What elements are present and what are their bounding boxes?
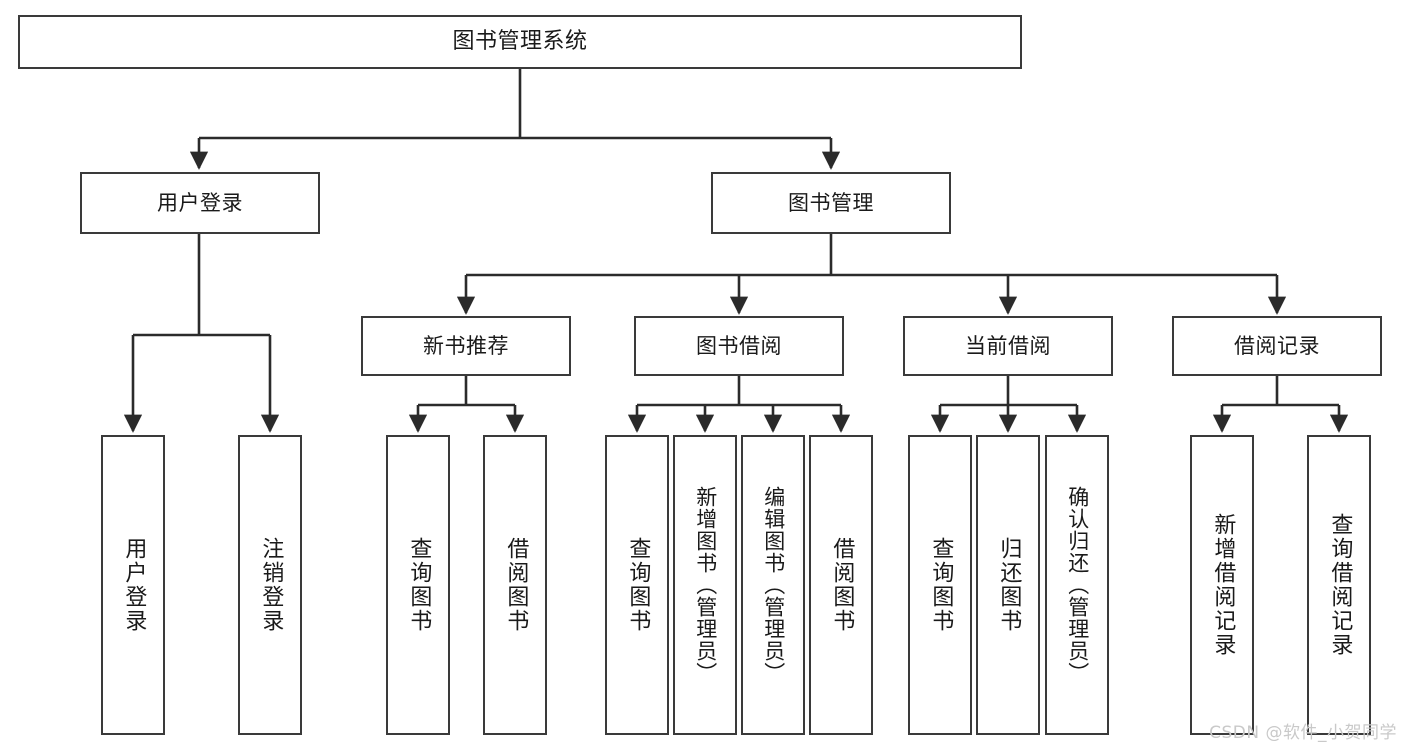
leaf-user-login[interactable]: 用户登录 (101, 435, 165, 735)
leaf-query-book-1[interactable]: 查询图书 (386, 435, 450, 735)
node-borrow-record[interactable]: 借阅记录 (1172, 316, 1382, 376)
watermark: CSDN @软件_小贺同学 (1209, 723, 1397, 743)
node-new-book-recommend-label: 新书推荐 (423, 333, 509, 358)
leaf-edit-book[interactable]: 编辑图书（管理员） (741, 435, 805, 735)
leaf-query-book-1-label: 查询图书 (406, 537, 432, 633)
leaf-borrow-book-1-label: 借阅图书 (503, 537, 529, 633)
node-user-login-label: 用户登录 (157, 190, 243, 215)
leaf-query-book-3[interactable]: 查询图书 (908, 435, 972, 735)
leaf-user-login-label: 用户登录 (121, 537, 147, 633)
leaf-borrow-book-1[interactable]: 借阅图书 (483, 435, 547, 735)
node-book-management[interactable]: 图书管理 (711, 172, 951, 234)
node-book-borrow-label: 图书借阅 (696, 333, 782, 358)
leaf-logout[interactable]: 注销登录 (238, 435, 302, 735)
leaf-return-book-label: 归还图书 (996, 537, 1022, 633)
leaf-borrow-book-2-label: 借阅图书 (829, 537, 855, 633)
node-book-management-label: 图书管理 (788, 190, 874, 215)
node-book-borrow[interactable]: 图书借阅 (634, 316, 844, 376)
leaf-add-book[interactable]: 新增图书（管理员） (673, 435, 737, 735)
leaf-logout-label: 注销登录 (258, 537, 284, 633)
leaf-add-book-label: 新增图书（管理员） (693, 486, 718, 684)
leaf-confirm-return-label: 确认归还（管理员） (1065, 486, 1090, 684)
node-new-book-recommend[interactable]: 新书推荐 (361, 316, 571, 376)
leaf-query-book-2[interactable]: 查询图书 (605, 435, 669, 735)
leaf-query-record-label: 查询借阅记录 (1327, 513, 1353, 657)
leaf-add-record[interactable]: 新增借阅记录 (1190, 435, 1254, 735)
node-root[interactable]: 图书管理系统 (18, 15, 1022, 69)
leaf-return-book[interactable]: 归还图书 (976, 435, 1040, 735)
node-current-borrow[interactable]: 当前借阅 (903, 316, 1113, 376)
leaf-add-record-label: 新增借阅记录 (1210, 513, 1236, 657)
leaf-confirm-return[interactable]: 确认归还（管理员） (1045, 435, 1109, 735)
leaf-query-record[interactable]: 查询借阅记录 (1307, 435, 1371, 735)
node-borrow-record-label: 借阅记录 (1234, 333, 1320, 358)
node-user-login[interactable]: 用户登录 (80, 172, 320, 234)
leaf-edit-book-label: 编辑图书（管理员） (761, 486, 786, 684)
leaf-borrow-book-2[interactable]: 借阅图书 (809, 435, 873, 735)
leaf-query-book-3-label: 查询图书 (928, 537, 954, 633)
node-current-borrow-label: 当前借阅 (965, 333, 1051, 358)
leaf-query-book-2-label: 查询图书 (625, 537, 651, 633)
node-root-label: 图书管理系统 (452, 29, 588, 55)
